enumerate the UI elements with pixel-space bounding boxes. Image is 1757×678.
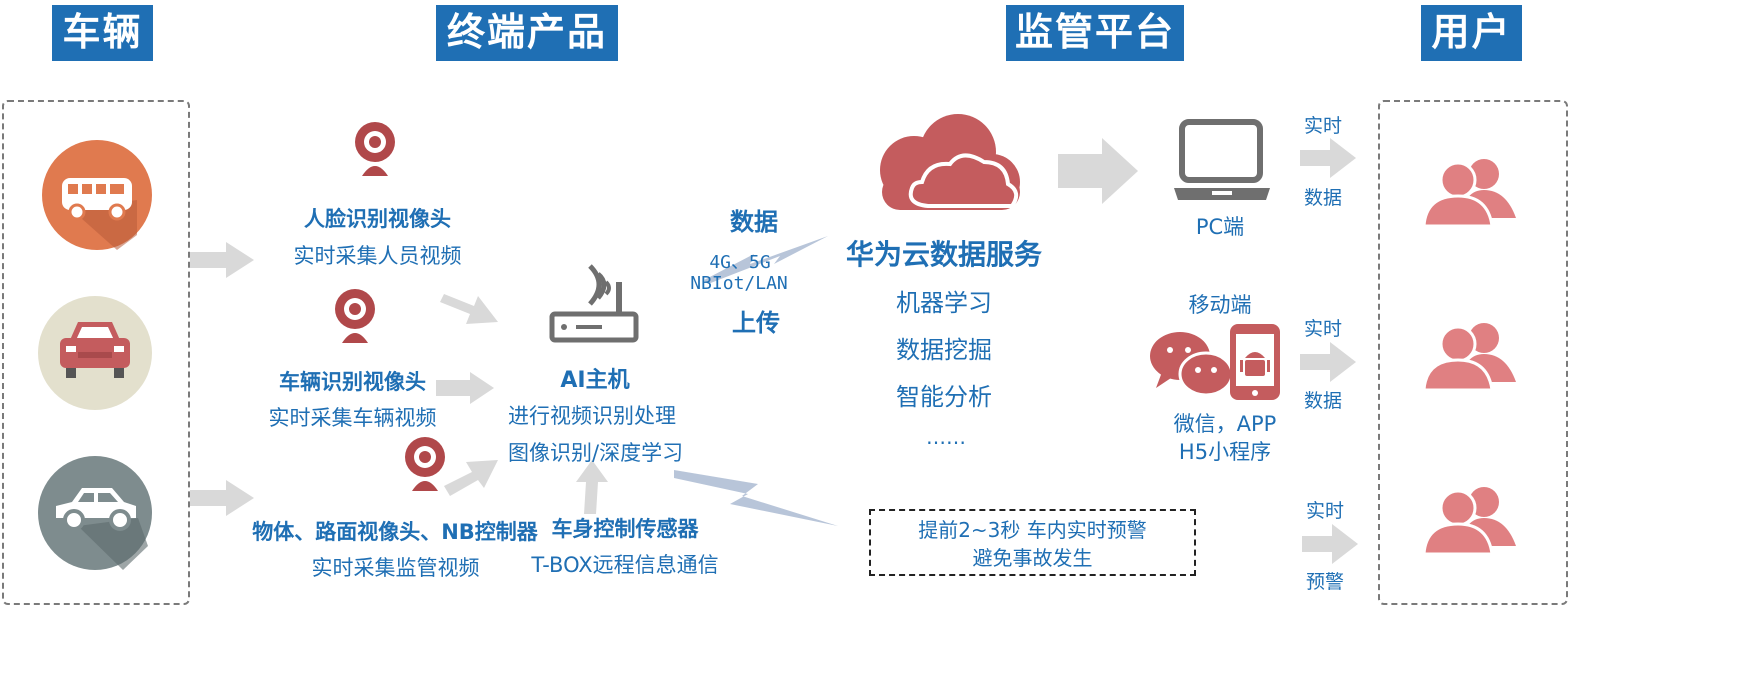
user-group-box [1378, 100, 1568, 605]
warning-line1: 提前2~3秒 车内实时预警 [918, 518, 1147, 542]
wechat-icon [1150, 332, 1234, 397]
flow-bottom-label: 数据 [1303, 390, 1342, 412]
router-icon [549, 264, 639, 343]
vehicle-camera-title: 车辆识别视像头 [279, 370, 426, 394]
cloud-item: 机器学习 [896, 289, 992, 317]
users-icon [1422, 323, 1516, 392]
vehicle-group-box [2, 100, 190, 605]
face-camera-desc: 实时采集人员视频 [293, 244, 462, 268]
flow-bottom-label: 预警 [1305, 571, 1344, 593]
arrow-right-icon [190, 242, 254, 278]
arrow-right-icon [1300, 342, 1356, 382]
users-icon [1422, 159, 1516, 228]
ai-host-line2: 图像识别/深度学习 [508, 441, 684, 465]
flow-top-label: 实时 [1303, 318, 1342, 340]
warning-line2: 避免事故发生 [972, 546, 1093, 570]
arrow-right-icon [1302, 524, 1358, 564]
lightning-icon [704, 236, 828, 284]
upload-top-label: 数据 [730, 208, 778, 236]
ai-host-title: AI主机 [560, 368, 630, 393]
pc-label: PC端 [1195, 215, 1245, 239]
header-vehicle: 车辆 [52, 5, 153, 61]
cloud-icon [880, 114, 1020, 210]
mobile-label: 移动端 [1188, 293, 1252, 317]
upload-network-line1: 4G、5G [709, 252, 771, 273]
webcam-icon [405, 437, 445, 491]
car-icon [38, 296, 152, 410]
arrow-diagonal-icon [444, 460, 498, 496]
object-camera-title: 物体、路面视像头、NB控制器 [252, 520, 538, 544]
mobile-line2: H5小程序 [1178, 440, 1272, 464]
face-camera-title: 人脸识别视像头 [304, 207, 451, 231]
sensor-desc: T-BOX远程信息通信 [531, 553, 719, 577]
cloud-item: …… [926, 425, 966, 449]
header-terminal: 终端产品 [436, 5, 618, 61]
ai-host-line1: 进行视频识别处理 [508, 404, 676, 428]
header-user: 用户 [1421, 5, 1522, 61]
arrow-up-icon [576, 460, 608, 514]
arrow-right-icon [190, 480, 254, 516]
upload-bottom-label: 上传 [732, 309, 780, 337]
upload-network-line2: NBIot/LAN [690, 273, 788, 294]
object-camera-desc: 实时采集监管视频 [311, 556, 480, 580]
webcam-icon [335, 289, 375, 343]
flow-top-label: 实时 [1305, 500, 1344, 522]
cloud-item: 智能分析 [896, 383, 992, 411]
arrow-right-icon [1058, 138, 1138, 204]
bus-icon [42, 140, 152, 250]
lightning-icon [674, 470, 838, 526]
sensor-title: 车身控制传感器 [551, 517, 699, 541]
warning-box [869, 509, 1196, 576]
flow-bottom-label: 数据 [1303, 187, 1342, 209]
arrow-right-icon [436, 372, 494, 404]
laptop-icon [1174, 119, 1270, 200]
users-icon [1422, 487, 1516, 556]
arrow-right-icon [1300, 138, 1356, 178]
android-phone-icon [1230, 324, 1280, 400]
cloud-service-title: 华为云数据服务 [846, 238, 1043, 271]
flow-top-label: 实时 [1303, 115, 1342, 137]
arrow-diagonal-icon [440, 294, 498, 324]
mobile-line1: 微信，APP [1173, 412, 1277, 436]
vehicle-camera-desc: 实时采集车辆视频 [268, 406, 437, 430]
header-platform: 监管平台 [1006, 5, 1184, 61]
car-side-icon [38, 456, 152, 570]
cloud-item: 数据挖掘 [896, 336, 992, 364]
webcam-icon [355, 122, 395, 176]
